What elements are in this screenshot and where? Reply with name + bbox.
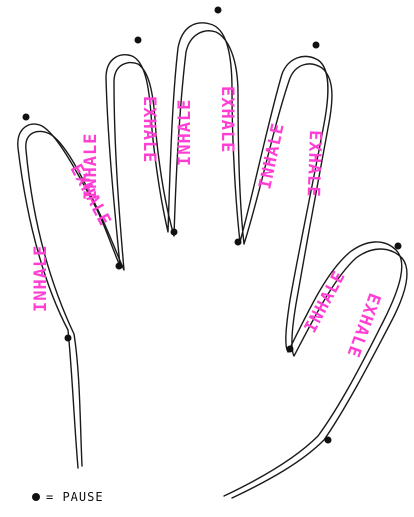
pause-dot <box>65 335 72 342</box>
pause-dot <box>235 239 242 246</box>
legend: = PAUSE <box>32 490 104 504</box>
word-exhale-index-right: EXHALE <box>139 96 159 163</box>
pause-dot <box>116 263 123 270</box>
word-inhale-middle-left: INHALE <box>175 99 195 166</box>
pause-dot <box>395 243 402 250</box>
pause-dot <box>287 346 294 353</box>
word-inhale-thumb-left: INHALE <box>31 245 51 312</box>
pause-dot <box>325 437 332 444</box>
word-inhale-index-left: INHALE <box>81 133 101 200</box>
pause-dot <box>135 37 142 44</box>
pause-dots <box>23 7 402 444</box>
word-exhale-pinky-right: EXHALE <box>342 290 384 360</box>
pause-dot <box>171 229 178 236</box>
word-inhale-ring-left: INHALE <box>255 121 289 191</box>
legend-dot <box>32 493 40 501</box>
word-exhale-middle-right: EXHALE <box>217 86 237 153</box>
word-inhale-pinky-left: INHALE <box>301 267 350 336</box>
pause-dot <box>215 7 222 14</box>
word-exhale-ring-right: EXHALE <box>303 130 325 198</box>
pause-dot <box>313 42 320 49</box>
hand-outline <box>18 23 407 498</box>
legend-label: = PAUSE <box>46 490 104 504</box>
breath-words: INHALE EXHALE INHALE EXHALE INHALE EXHAL… <box>31 86 384 360</box>
pause-dot <box>23 114 30 121</box>
